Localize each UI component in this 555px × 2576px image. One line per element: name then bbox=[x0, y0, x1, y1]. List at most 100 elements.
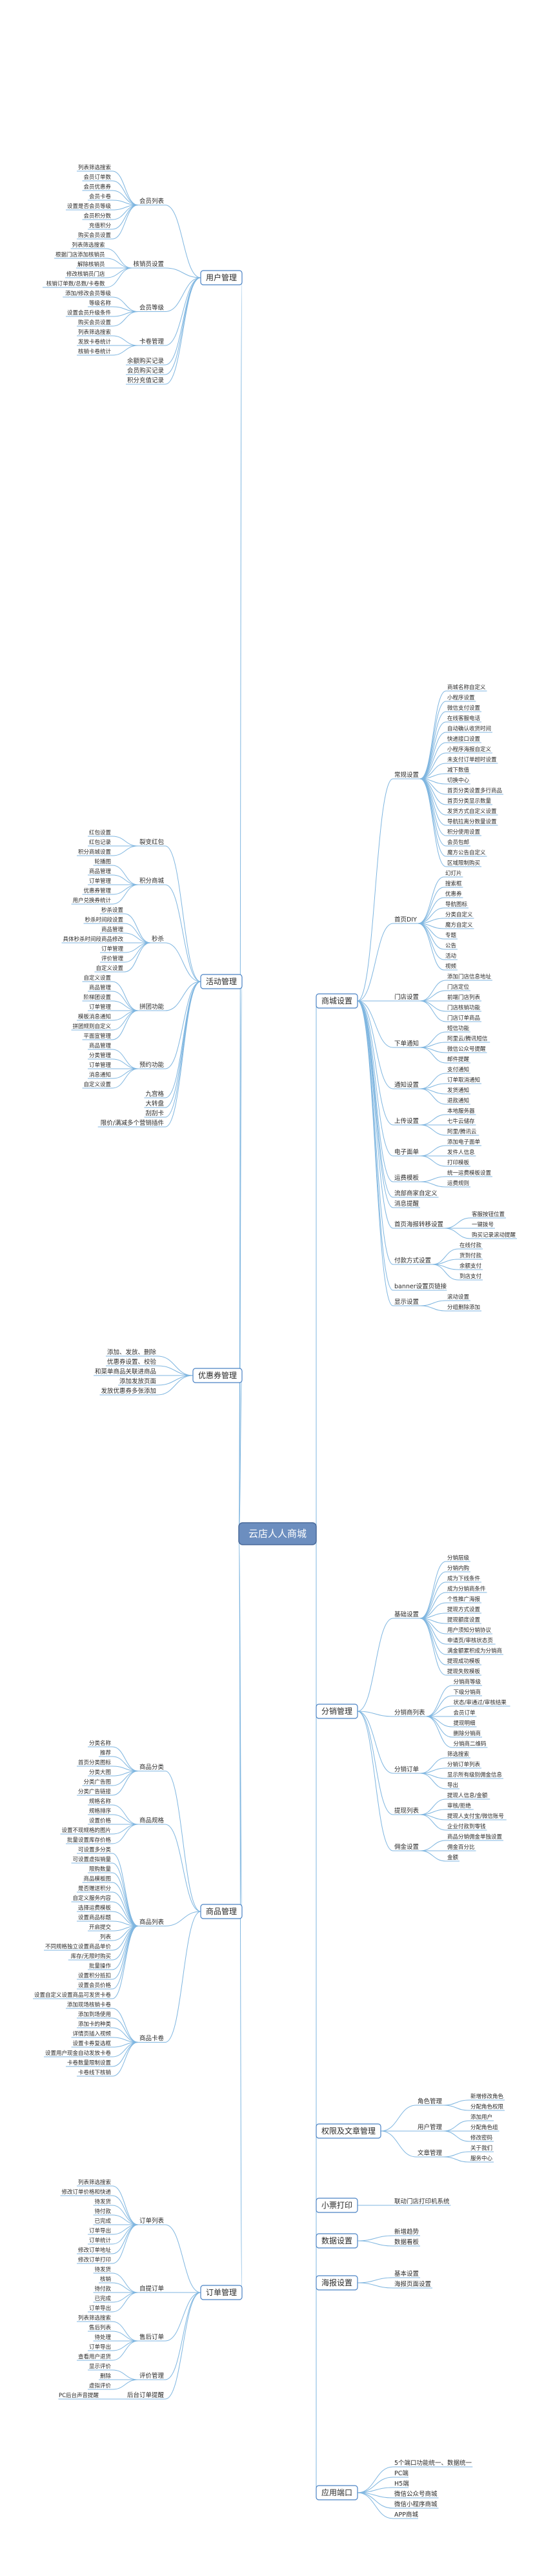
leaf-node[interactable]: 分类管理 bbox=[88, 1052, 112, 1060]
leaf-node[interactable]: 添加到场使用 bbox=[77, 2011, 112, 2019]
leaf-node[interactable]: 用户须知分销协议 bbox=[446, 1627, 492, 1634]
leaf-node[interactable]: 成为分销商条件 bbox=[446, 1585, 487, 1593]
leaf-node[interactable]: 微信公众号提醒 bbox=[446, 1046, 487, 1053]
leaf-node[interactable]: 红包记录 bbox=[88, 839, 112, 847]
leaf-node[interactable]: 视频 bbox=[443, 963, 458, 971]
leaf-node[interactable]: 添加用户 bbox=[469, 2114, 494, 2121]
leaf-node[interactable]: 货到付款 bbox=[458, 1252, 483, 1260]
topic-node[interactable]: 商品列表 bbox=[138, 1919, 165, 1926]
leaf-node[interactable]: 购买会员设置 bbox=[77, 232, 112, 240]
leaf-node[interactable]: 个性推广海报 bbox=[446, 1596, 481, 1603]
topic-node[interactable]: 优惠券设置、校验 bbox=[106, 1358, 157, 1366]
leaf-node[interactable]: 优惠券管理 bbox=[82, 887, 113, 895]
leaf-node[interactable]: 订单管理 bbox=[88, 1062, 112, 1069]
leaf-node[interactable]: 设置积分抵扣 bbox=[77, 1972, 112, 1980]
leaf-node[interactable]: 列表筛选搜索 bbox=[77, 2179, 112, 2187]
topic-node[interactable]: 流部商家自定义 bbox=[393, 1190, 439, 1198]
leaf-node[interactable]: 发件人信息 bbox=[446, 1149, 476, 1157]
leaf-node[interactable]: 平面宣管理 bbox=[82, 1033, 113, 1040]
leaf-node[interactable]: 切换中心 bbox=[446, 777, 470, 785]
leaf-node[interactable]: 区域限制购买 bbox=[446, 860, 481, 867]
topic-node[interactable]: 文章管理 bbox=[416, 2149, 443, 2158]
topic-node[interactable]: 电子面单 bbox=[393, 1148, 420, 1157]
leaf-node[interactable]: 企业付款到零钱 bbox=[446, 1823, 487, 1831]
topic-node[interactable]: 限价/满减多个营销插件 bbox=[97, 1119, 165, 1128]
topic-node[interactable]: 运费模板 bbox=[393, 1174, 420, 1182]
leaf-node[interactable]: 发货通知 bbox=[446, 1087, 470, 1095]
leaf-node[interactable]: 积分使用设置 bbox=[446, 829, 481, 836]
leaf-node[interactable]: 分销内购 bbox=[446, 1565, 470, 1572]
leaf-node[interactable]: 修改密码 bbox=[469, 2134, 494, 2142]
topic-node[interactable]: 角色管理 bbox=[416, 2097, 443, 2106]
branch-node[interactable]: 商品管理 bbox=[200, 1904, 243, 1919]
branch-node[interactable]: 订单管理 bbox=[200, 2285, 243, 2300]
leaf-node[interactable]: 佣金百分比 bbox=[446, 1844, 476, 1851]
branch-node[interactable]: 商城设置 bbox=[316, 993, 358, 1009]
leaf-node[interactable]: 金额 bbox=[446, 1854, 459, 1862]
leaf-node[interactable]: 购买记录滚动提醒 bbox=[470, 1231, 517, 1239]
topic-node[interactable]: 新增趋势 bbox=[393, 2228, 420, 2236]
leaf-node[interactable]: 可设置多分类 bbox=[77, 1846, 112, 1854]
leaf-node[interactable]: 提现人支付宝/微信账号 bbox=[446, 1813, 507, 1820]
leaf-node[interactable]: 支付通知 bbox=[446, 1066, 470, 1074]
leaf-node[interactable]: 详情页插入视频 bbox=[71, 2030, 113, 2038]
topic-node[interactable]: 和菜单商品关联进商品 bbox=[94, 1368, 157, 1376]
leaf-node[interactable]: 已完成 bbox=[93, 2218, 113, 2225]
topic-node[interactable]: 刮刮卡 bbox=[144, 1109, 166, 1118]
leaf-node[interactable]: 待发货 bbox=[93, 2266, 113, 2274]
topic-node[interactable]: 用户管理 bbox=[416, 2123, 443, 2132]
leaf-node[interactable]: 门店定位 bbox=[446, 984, 470, 991]
branch-node[interactable]: 数据设置 bbox=[316, 2233, 358, 2249]
leaf-node[interactable]: 待付款 bbox=[93, 2208, 113, 2216]
leaf-node[interactable]: 会员优惠券 bbox=[82, 183, 113, 191]
branch-node[interactable]: 分销管理 bbox=[316, 1704, 358, 1719]
leaf-node[interactable]: 设置会员价格 bbox=[77, 1982, 112, 1990]
leaf-node[interactable]: 邮件提醒 bbox=[446, 1056, 470, 1064]
topic-node[interactable]: 佣金设置 bbox=[393, 1843, 420, 1851]
leaf-node[interactable]: 添加卡的种类 bbox=[77, 2021, 112, 2028]
leaf-node[interactable]: 秒杀时间段设置 bbox=[83, 916, 125, 924]
leaf-node[interactable]: 滚动设置 bbox=[446, 1293, 470, 1301]
topic-node[interactable]: 余额购买记录 bbox=[126, 357, 165, 366]
leaf-node[interactable]: 导航图标 bbox=[443, 901, 469, 909]
leaf-node[interactable]: 商品管理 bbox=[100, 926, 125, 934]
leaf-node[interactable]: 会员订单 bbox=[452, 1709, 477, 1717]
leaf-node[interactable]: 待处理 bbox=[93, 2334, 113, 2342]
leaf-node[interactable]: 会员订单数 bbox=[82, 174, 113, 181]
topic-node[interactable]: 卡卷管理 bbox=[138, 338, 165, 346]
leaf-node[interactable]: 售后列表 bbox=[88, 2324, 112, 2332]
leaf-node[interactable]: 列表筛选搜索 bbox=[70, 242, 106, 249]
leaf-node[interactable]: 商品管理 bbox=[88, 984, 112, 992]
leaf-node[interactable]: 修改订单打印 bbox=[77, 2256, 112, 2264]
root-node[interactable]: 云店人人商城 bbox=[238, 1522, 317, 1545]
leaf-node[interactable]: 发货方式自定义设置 bbox=[446, 808, 498, 816]
leaf-node[interactable]: 卡卷线下核销 bbox=[77, 2069, 112, 2077]
leaf-node[interactable]: 首页分类显示数量 bbox=[446, 798, 492, 805]
topic-node[interactable]: 显示设置 bbox=[393, 1299, 420, 1306]
leaf-node[interactable]: 会员包邮 bbox=[446, 839, 470, 847]
leaf-node[interactable]: 虚拟评价 bbox=[88, 2382, 112, 2390]
topic-node[interactable]: 上传设置 bbox=[393, 1117, 420, 1126]
leaf-node[interactable]: 会员卡卷 bbox=[88, 193, 112, 201]
leaf-node[interactable]: 申请页/审核状态页 bbox=[446, 1637, 496, 1645]
leaf-node[interactable]: 待发货 bbox=[93, 2198, 113, 2206]
leaf-node[interactable]: 用户兑换券统计 bbox=[71, 897, 113, 905]
topic-node[interactable]: 付款方式设置 bbox=[393, 1257, 432, 1265]
leaf-node[interactable]: 规格排序 bbox=[88, 1808, 112, 1815]
topic-node[interactable]: PC端 bbox=[393, 2469, 409, 2478]
leaf-node[interactable]: 具体秒杀时间段商品修改 bbox=[61, 936, 125, 943]
leaf-node[interactable]: 设置自定义设置商品可发货卡卷 bbox=[33, 1992, 112, 1999]
leaf-node[interactable]: 订单管理 bbox=[88, 878, 112, 885]
leaf-node[interactable]: 限购数量 bbox=[88, 1866, 112, 1873]
leaf-node[interactable]: 到店支付 bbox=[458, 1273, 483, 1281]
leaf-node[interactable]: 服务中心 bbox=[469, 2155, 494, 2163]
leaf-node[interactable]: 自定义设置 bbox=[82, 1081, 113, 1089]
leaf-node[interactable]: 解除核销员 bbox=[76, 261, 106, 269]
leaf-node[interactable]: 核销 bbox=[99, 2276, 112, 2283]
leaf-node[interactable]: 分类大图 bbox=[88, 1769, 112, 1777]
leaf-node[interactable]: 商品管理 bbox=[88, 868, 112, 876]
topic-node[interactable]: 微信公众号商城 bbox=[393, 2490, 439, 2499]
leaf-node[interactable]: 余额支付 bbox=[458, 1262, 483, 1270]
topic-node[interactable]: 裂变红包 bbox=[138, 838, 165, 847]
leaf-node[interactable]: 红包设置 bbox=[88, 829, 112, 837]
